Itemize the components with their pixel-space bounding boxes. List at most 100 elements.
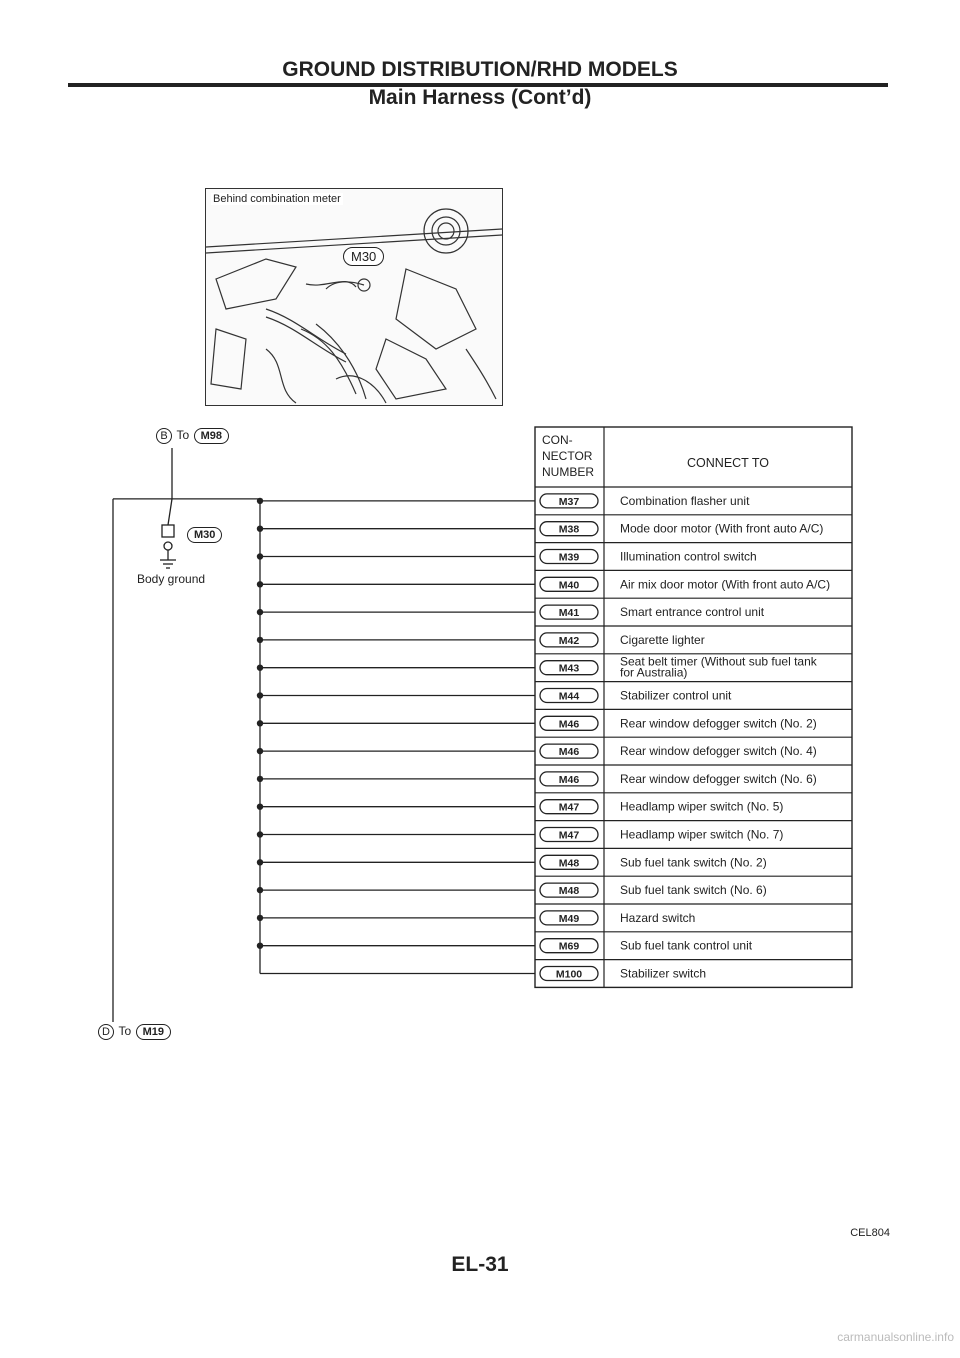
junction-dot: [256, 608, 264, 616]
row-connect-to: for Australia): [620, 666, 687, 680]
header-connector-number: CON-: [542, 433, 573, 447]
row-connector-number: M69: [559, 941, 580, 953]
row-connector-number: M42: [559, 635, 580, 647]
row-connect-to: Rear window defogger switch (No. 4): [620, 744, 817, 758]
junction-dot: [256, 553, 264, 560]
watermark: carmanualsonline.info: [837, 1330, 954, 1344]
row-connect-to: Headlamp wiper switch (No. 7): [620, 828, 783, 842]
row-connect-to: Stabilizer control unit: [620, 689, 732, 703]
page-number: EL-31: [451, 1253, 509, 1276]
connector-m98-pill: M98: [193, 428, 229, 444]
circle-d-marker: D: [98, 1024, 114, 1040]
row-connect-to: Cigarette lighter: [620, 633, 705, 647]
row-connector-number: M47: [559, 830, 580, 842]
ground-connector-box: [161, 524, 175, 538]
row-connect-to: Rear window defogger switch (No. 6): [620, 772, 817, 786]
junction-dot: [256, 581, 264, 588]
row-connector-number: M41: [559, 607, 580, 619]
wiring: [112, 448, 535, 1022]
row-connector-number: M43: [559, 663, 580, 675]
row-connector-pill: [539, 799, 599, 815]
junction-dot: [256, 775, 264, 783]
row-connect-to: Stabilizer switch: [620, 967, 706, 981]
harness-sketch: [206, 208, 502, 404]
row-connector-pill: [539, 938, 599, 954]
row-connect-to: Air mix door motor (With front auto A/C): [620, 577, 830, 591]
row-connector-number: M39: [559, 552, 580, 564]
photo-connector-label: M30: [343, 247, 385, 266]
junction-dot: [256, 747, 264, 755]
row-connector-number: M100: [556, 969, 582, 981]
row-connector-pill: [539, 687, 599, 704]
row-connect-to: Rear window defogger switch (No. 2): [620, 716, 817, 730]
row-connector-number: M48: [559, 857, 580, 869]
row-connect-to: Sub fuel tank switch (No. 2): [620, 855, 767, 869]
junction-dot: [256, 803, 264, 810]
header-connector-number: NUMBER: [542, 465, 594, 479]
row-connector-number: M46: [559, 746, 580, 758]
row-connector-pill: [539, 576, 599, 592]
junction-dot: [256, 914, 264, 922]
row-connector-pill: [539, 604, 599, 620]
row-connector-pill: [539, 715, 599, 731]
body-ground-label: Body ground: [137, 572, 206, 586]
ground-connector-pill-wrap: M30: [187, 525, 223, 543]
connector-d-ref: D To M19: [98, 1022, 171, 1040]
junction-dot: [256, 886, 264, 894]
connector-b-ref: B To M98: [156, 426, 229, 444]
to-label-d: To: [118, 1024, 132, 1038]
row-connect-to: Headlamp wiper switch (No. 5): [620, 800, 783, 814]
row-connect-to: Combination flasher unit: [620, 494, 750, 508]
row-connector-number: M46: [559, 774, 580, 786]
ground-eyelet: [163, 541, 173, 551]
row-connector-pill: [539, 743, 599, 759]
row-connect-to: Illumination control switch: [620, 550, 757, 564]
table-border: [534, 426, 853, 989]
figure-reference: CEL804: [850, 1227, 890, 1239]
row-connect-to: Smart entrance control unit: [620, 605, 765, 619]
row-connector-pill: [539, 493, 599, 509]
row-connector-number: M44: [559, 691, 580, 703]
junction-dot: [256, 497, 264, 505]
junction-dot: [256, 636, 264, 644]
circle-b-marker: B: [156, 428, 172, 444]
to-label: To: [176, 428, 190, 442]
junction-dot: [256, 692, 264, 699]
row-connect-to: Seat belt timer (Without sub fuel tank: [620, 655, 818, 669]
row-connector-number: M49: [559, 913, 580, 925]
junction-dot: [256, 525, 264, 532]
row-connector-number: M40: [559, 579, 580, 591]
row-connector-pill: [539, 632, 599, 648]
row-connector-pill: [539, 882, 599, 898]
junction-dot: [256, 720, 264, 727]
junction-dot: [256, 942, 264, 949]
connector-location-illustration: [205, 188, 503, 406]
row-connect-to: Hazard switch: [620, 911, 695, 925]
junction-dot: [256, 664, 264, 671]
ground-branch: [167, 498, 173, 526]
row-connector-number: M46: [559, 718, 580, 730]
row-connector-number: M38: [559, 524, 580, 536]
junction-dots: [256, 497, 264, 949]
header-rule: [68, 83, 888, 87]
row-connector-pill: [539, 771, 599, 787]
junction-dot: [256, 859, 264, 866]
page-subtitle: Main Harness (Cont’d): [368, 86, 592, 109]
row-connect-to: Sub fuel tank switch (No. 6): [620, 883, 767, 897]
row-connector-number: M48: [559, 885, 580, 897]
row-connector-pill: [539, 521, 599, 537]
connector-m19-pill: M19: [135, 1024, 171, 1040]
photo-caption: Behind combination meter: [211, 193, 343, 205]
row-connector-pill: [539, 826, 599, 843]
header-connect-to: CONNECT TO: [687, 456, 769, 470]
row-connector-number: M37: [559, 496, 580, 508]
row-connector-number: M47: [559, 802, 580, 814]
row-connector-pill: [539, 660, 599, 676]
row-connect-to: Mode door motor (With front auto A/C): [620, 522, 823, 536]
row-connector-pill: [539, 965, 599, 982]
row-connector-pill: [539, 854, 599, 870]
junction-dot: [256, 831, 264, 838]
row-connector-pill: [539, 548, 599, 565]
